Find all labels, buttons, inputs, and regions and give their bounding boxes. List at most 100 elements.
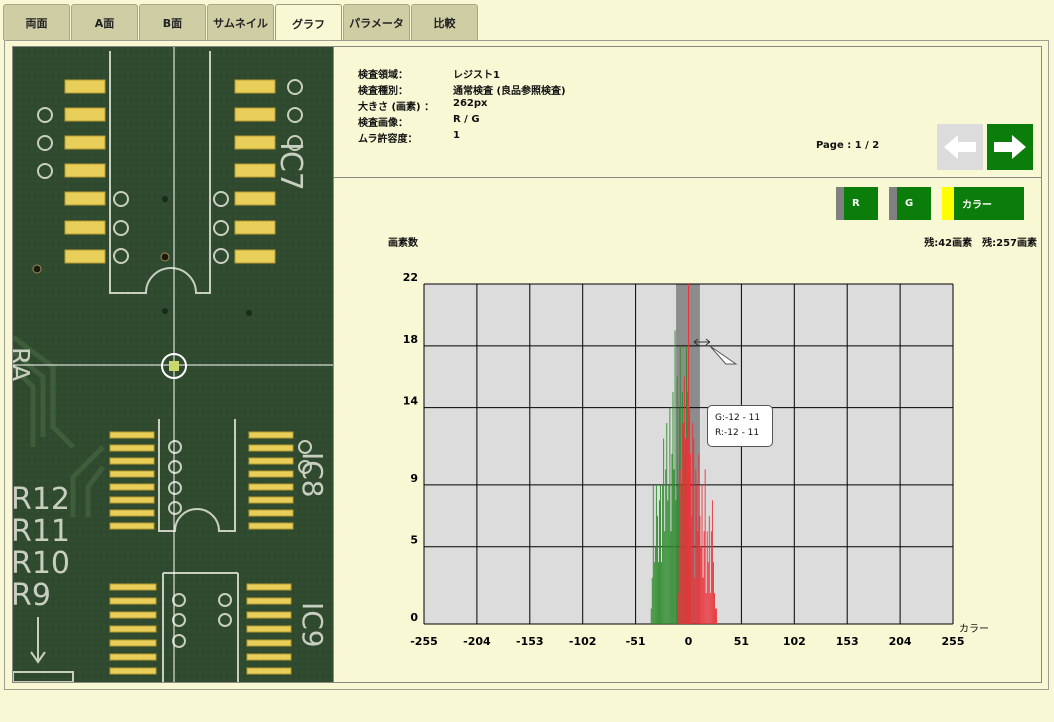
- y-tick-label: 22: [403, 271, 418, 284]
- bar-g: [650, 608, 652, 624]
- info-key: ムラ許容度：: [358, 134, 418, 145]
- bar-r: [716, 608, 718, 624]
- info-key: 大きさ (画素) ：: [358, 102, 435, 113]
- x-tick-label: -51: [626, 635, 646, 648]
- bar-r: [711, 500, 713, 624]
- tab-both-sides[interactable]: 両面: [3, 4, 70, 40]
- bar-r: [694, 577, 696, 624]
- tab-side-a[interactable]: A面: [71, 4, 138, 40]
- bar-r: [697, 531, 699, 624]
- bar-g: [658, 562, 659, 624]
- bar-r: [684, 500, 686, 624]
- y-tick-label: 5: [410, 534, 418, 547]
- tab-parameters[interactable]: パラメータ: [343, 4, 410, 40]
- graph-panel: IC7 RA: [4, 40, 1049, 690]
- pcb-image[interactable]: IC7 RA: [13, 47, 333, 682]
- bar-r: [703, 531, 705, 624]
- y-tick-label: 18: [403, 333, 418, 346]
- bar-g: [655, 484, 657, 624]
- bar-r: [677, 593, 679, 624]
- y-tick-label: 0: [410, 611, 418, 624]
- tab-compare[interactable]: 比較: [411, 4, 478, 40]
- bar-g: [654, 546, 656, 624]
- remaining-pixels: 残:42画素 残:257画素: [924, 238, 1037, 249]
- bar-r: [691, 515, 693, 624]
- bar-r: [690, 454, 692, 624]
- range-tooltip: G:-12 - 11 R:-12 - 11: [707, 405, 773, 447]
- bar-r: [704, 469, 706, 624]
- info-key: 検査種別：: [358, 86, 408, 97]
- tab-graph[interactable]: グラフ: [275, 4, 342, 42]
- bar-r: [683, 376, 685, 624]
- info-row-type: 検査種別： 通常検査 (良品参照検査): [358, 82, 566, 98]
- bar-r: [689, 407, 691, 624]
- bar-g: [674, 330, 676, 624]
- x-tick-label: 153: [836, 635, 859, 648]
- r10-label: R10: [13, 546, 70, 581]
- bar-r: [680, 531, 682, 624]
- bar-r: [706, 531, 708, 624]
- bar-g: [652, 484, 654, 624]
- info-row-size: 大きさ (画素) ： 262px: [358, 98, 487, 114]
- x-tick-label: 51: [734, 635, 749, 648]
- bar-r: [715, 608, 716, 624]
- tab-thumbnail[interactable]: サムネイル: [207, 4, 274, 40]
- legend-color-button[interactable]: カラー: [942, 187, 1024, 220]
- next-page-button[interactable]: [987, 124, 1033, 170]
- x-tick-label: -153: [516, 635, 544, 648]
- y-tick-label: 9: [410, 472, 418, 485]
- bar-g: [678, 407, 680, 624]
- legend-r-swatch: [836, 187, 844, 220]
- bar-g: [659, 500, 660, 624]
- bar-g: [670, 531, 672, 624]
- x-axis-label: カラー: [959, 624, 989, 635]
- tooltip-r-range: R:-12 - 11: [715, 428, 760, 438]
- tab-side-b[interactable]: B面: [139, 4, 206, 40]
- bar-g: [656, 515, 658, 624]
- info-key: 検査画像：: [358, 118, 408, 129]
- bar-r: [707, 562, 709, 624]
- bar-r: [712, 562, 714, 624]
- bar-r: [679, 469, 681, 624]
- x-tick-label: -255: [410, 635, 438, 648]
- info-row-image: 検査画像： R / G: [358, 114, 480, 130]
- x-tick-label: 102: [783, 635, 806, 648]
- range-handle-icon: [693, 338, 711, 346]
- bar-g: [666, 423, 668, 624]
- bar-g: [661, 562, 663, 624]
- info-value: レジスト1: [453, 70, 500, 81]
- legend-color-swatch: [942, 187, 954, 220]
- bar-g: [664, 531, 666, 624]
- bar-r: [698, 454, 700, 624]
- bar-g: [665, 469, 667, 624]
- legend-r-button[interactable]: R: [836, 187, 878, 220]
- info-row-area: 検査領域： レジスト1: [358, 66, 500, 82]
- r9-label: R9: [13, 578, 51, 613]
- x-tick-label: 0: [685, 635, 693, 648]
- bar-r: [705, 593, 707, 624]
- y-tick-label: 14: [403, 395, 419, 408]
- graph-panel-inner: IC7 RA: [12, 46, 1042, 683]
- arrow-left-icon: [944, 135, 976, 159]
- info-value: 262px: [453, 98, 488, 109]
- info-row-tolerance: ムラ許容度： 1: [358, 130, 460, 146]
- bar-r: [678, 546, 680, 624]
- target-marker-icon: [161, 353, 187, 379]
- bar-r: [696, 484, 698, 624]
- ic9-label: IC9: [296, 602, 329, 648]
- ic7-label: IC7: [273, 142, 308, 191]
- info-value: 1: [453, 130, 460, 141]
- bar-r: [682, 577, 684, 624]
- bar-r: [702, 577, 704, 624]
- bar-g: [671, 454, 673, 624]
- bar-g: [668, 484, 670, 624]
- arrow-right-icon: [994, 135, 1026, 159]
- prev-page-button[interactable]: [937, 124, 983, 170]
- bar-g: [672, 392, 674, 624]
- bar-g: [662, 484, 664, 624]
- x-tick-label: 204: [889, 635, 912, 648]
- bar-r: [686, 438, 687, 624]
- legend-g-button[interactable]: G: [889, 187, 931, 220]
